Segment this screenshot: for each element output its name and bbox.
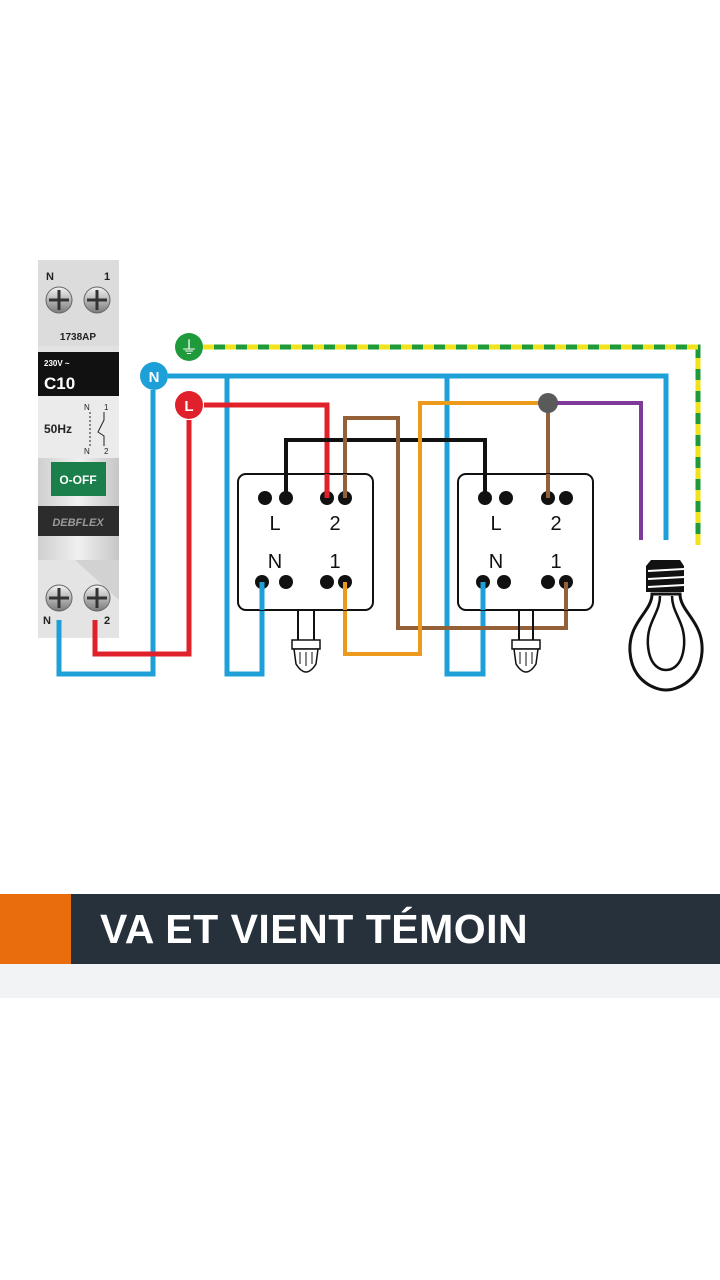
switch-left-terminal-2: 2 bbox=[329, 513, 340, 535]
switch-right-terminal-1: 1 bbox=[550, 551, 561, 573]
neutral-label: N bbox=[140, 362, 168, 390]
switch-left-terminal-n: N bbox=[268, 551, 282, 573]
live-wire-breaker bbox=[92, 420, 192, 657]
earth-icon: ⏚ bbox=[180, 338, 198, 358]
breaker-top-1-label: 1 bbox=[104, 271, 110, 283]
neutral-wire-breaker bbox=[56, 390, 156, 677]
neutral-wire-switch-left bbox=[224, 376, 265, 677]
breaker-bottom-2-label: 2 bbox=[104, 615, 110, 627]
wiring-diagram: N 1 1738AP 230V ~ C10 50Hz N 1 N 2 O-OFF bbox=[38, 260, 704, 692]
title-banner: VA ET VIENT TÉMOIN bbox=[0, 894, 720, 964]
traveler-wire-brown bbox=[343, 416, 568, 630]
light-bulb-icon bbox=[628, 560, 704, 692]
switch-left-terminal-1: 1 bbox=[329, 551, 340, 573]
svg-text:1: 1 bbox=[104, 403, 109, 412]
title-accent bbox=[0, 894, 71, 964]
svg-text:N: N bbox=[84, 447, 90, 456]
breaker-voltage: 230V ~ bbox=[44, 359, 70, 368]
switch-right-terminal-n: N bbox=[489, 551, 503, 573]
svg-text:N: N bbox=[149, 369, 160, 386]
bridge-wire bbox=[284, 438, 487, 498]
indicator-lamp-icon bbox=[291, 639, 321, 673]
breaker-toggle[interactable] bbox=[51, 462, 106, 496]
breaker-brand: DEBFLEX bbox=[52, 517, 104, 529]
live-wire-switch bbox=[204, 402, 330, 498]
earth-label: ⏚ bbox=[175, 333, 203, 361]
switch-right-terminal-2: 2 bbox=[550, 513, 561, 535]
screw-terminal bbox=[83, 286, 111, 314]
junction-dot bbox=[538, 393, 558, 413]
svg-text:2: 2 bbox=[104, 447, 109, 456]
screw-terminal bbox=[45, 584, 73, 612]
breaker-toggle-label: O-OFF bbox=[59, 473, 96, 487]
svg-text:N: N bbox=[84, 403, 90, 412]
breaker-model: 1738AP bbox=[60, 332, 96, 343]
indicator-lamp-icon bbox=[511, 639, 541, 673]
breaker-frequency: 50Hz bbox=[44, 422, 72, 436]
return-wire-purple bbox=[548, 401, 643, 540]
switch-left-terminal-l: L bbox=[269, 513, 280, 535]
switch-right: L 2 N 1 bbox=[457, 473, 594, 611]
circuit-breaker: N 1 1738AP 230V ~ C10 50Hz N 1 N 2 O-OFF bbox=[38, 260, 119, 638]
screw-terminal bbox=[45, 286, 73, 314]
live-label: L bbox=[175, 391, 203, 419]
breaker-symbol: N 1 N 2 bbox=[84, 403, 109, 456]
breaker-top-n-label: N bbox=[46, 271, 54, 283]
neutral-wire-main bbox=[168, 373, 669, 540]
switch-left: L 2 N 1 bbox=[237, 473, 374, 611]
divider-band bbox=[0, 964, 720, 998]
svg-text:L: L bbox=[184, 398, 193, 415]
earth-wire-stripe bbox=[203, 344, 701, 545]
switch-right-terminal-l: L bbox=[490, 513, 501, 535]
breaker-bottom-n-label: N bbox=[43, 615, 51, 627]
screw-terminal bbox=[83, 584, 111, 612]
breaker-rating: C10 bbox=[44, 374, 75, 393]
page-title: VA ET VIENT TÉMOIN bbox=[100, 906, 529, 952]
traveler-wire-orange bbox=[343, 401, 548, 656]
